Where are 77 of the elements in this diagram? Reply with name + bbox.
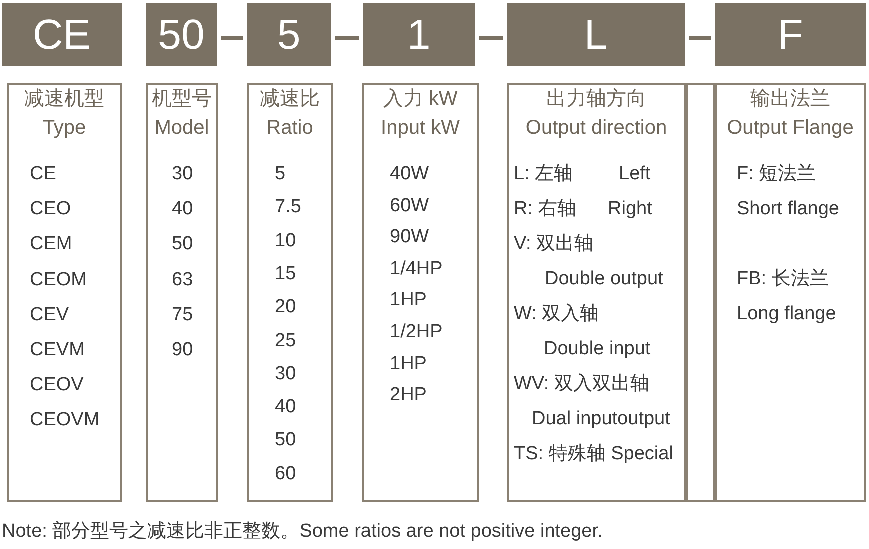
column-heading-en: Ratio xyxy=(266,118,314,138)
option-value: 1/2HP xyxy=(390,322,443,342)
option-column xyxy=(362,83,479,502)
column-heading-zh: 机型号 xyxy=(151,89,213,109)
option-value: 2HP xyxy=(390,386,427,405)
option-value: Dual inputoutput xyxy=(532,410,670,428)
option-value: 7.5 xyxy=(275,198,302,217)
option-column xyxy=(715,83,866,502)
code-box: L xyxy=(507,3,685,66)
option-value: CEOVM xyxy=(30,410,100,430)
option-value: 50 xyxy=(172,234,194,254)
code-box: 1 xyxy=(363,3,475,66)
option-value: FB: 长法兰 xyxy=(737,270,829,288)
code-box: CE xyxy=(2,3,122,66)
spacer-box xyxy=(686,83,715,502)
option-value: 1/4HP xyxy=(390,259,443,278)
option-value: 75 xyxy=(172,305,194,324)
code-box: F xyxy=(715,3,866,66)
option-value: Left xyxy=(619,164,651,184)
option-value: 1HP xyxy=(390,290,427,310)
column-heading-en: Output Flange xyxy=(726,118,855,138)
option-value: V: 双出轴 xyxy=(514,234,594,254)
option-value: Double output xyxy=(545,270,664,288)
option-value: CEOV xyxy=(30,376,84,395)
option-value: 90 xyxy=(172,340,194,360)
dash-connector xyxy=(335,36,359,40)
option-value: Long flange xyxy=(737,304,836,324)
option-value: 10 xyxy=(275,231,296,250)
option-value: 1HP xyxy=(390,354,427,374)
option-column xyxy=(7,83,122,502)
option-value: F: 短法兰 xyxy=(737,164,816,184)
option-value: Double input xyxy=(544,340,651,358)
option-value: L: 左轴 xyxy=(514,164,574,184)
option-value: Short flange xyxy=(737,200,840,218)
option-value: 15 xyxy=(275,264,296,284)
dash-connector xyxy=(221,36,243,40)
column-heading-zh: 出力轴方向 xyxy=(546,89,648,109)
option-value: 5 xyxy=(275,164,286,184)
option-column xyxy=(146,83,218,502)
option-column xyxy=(247,83,333,502)
option-value: 40 xyxy=(275,398,296,417)
option-column xyxy=(507,83,686,502)
option-value: CEM xyxy=(30,234,72,254)
option-value: 40W xyxy=(390,164,430,184)
column-heading-en: Input kW xyxy=(380,118,461,138)
column-heading-en: Model xyxy=(154,118,210,138)
option-value: 50 xyxy=(275,430,296,450)
option-value: W: 双入轴 xyxy=(514,304,600,324)
option-value: R: 右轴 xyxy=(514,200,576,218)
code-box: 50 xyxy=(146,3,217,66)
option-value: CEV xyxy=(30,305,70,324)
note-text: Note: 部分型号之减速比非正整数。Some ratios are not positive integer. xyxy=(2,520,603,544)
column-heading-zh: 减速机型 xyxy=(24,89,106,109)
column-heading-en: Type xyxy=(42,118,88,138)
option-value: 30 xyxy=(275,364,296,384)
option-value: 60W xyxy=(390,196,430,216)
option-value: 25 xyxy=(275,331,296,350)
option-value: 60 xyxy=(275,464,296,484)
column-heading-en: Output direction xyxy=(524,118,668,138)
dash-connector xyxy=(479,36,503,40)
option-value: 90W xyxy=(390,228,430,247)
code-box: 5 xyxy=(247,3,331,66)
option-value: 20 xyxy=(275,298,296,317)
column-heading-zh: 输出法兰 xyxy=(750,89,832,109)
option-value: CE xyxy=(30,164,56,184)
option-value: CEVM xyxy=(30,340,85,360)
column-heading-zh: 入力 kW xyxy=(382,89,459,109)
option-value: CEO xyxy=(30,200,72,219)
option-value: Right xyxy=(608,200,652,218)
option-value: TS: 特殊轴 Special xyxy=(514,444,674,464)
option-value: 40 xyxy=(172,200,194,219)
option-value: WV: 双入双出轴 xyxy=(514,374,650,394)
dash-connector xyxy=(689,36,711,40)
option-value: CEOM xyxy=(30,270,87,290)
option-value: 30 xyxy=(172,164,194,184)
column-heading-zh: 减速比 xyxy=(259,89,321,109)
option-value: 63 xyxy=(172,270,194,290)
